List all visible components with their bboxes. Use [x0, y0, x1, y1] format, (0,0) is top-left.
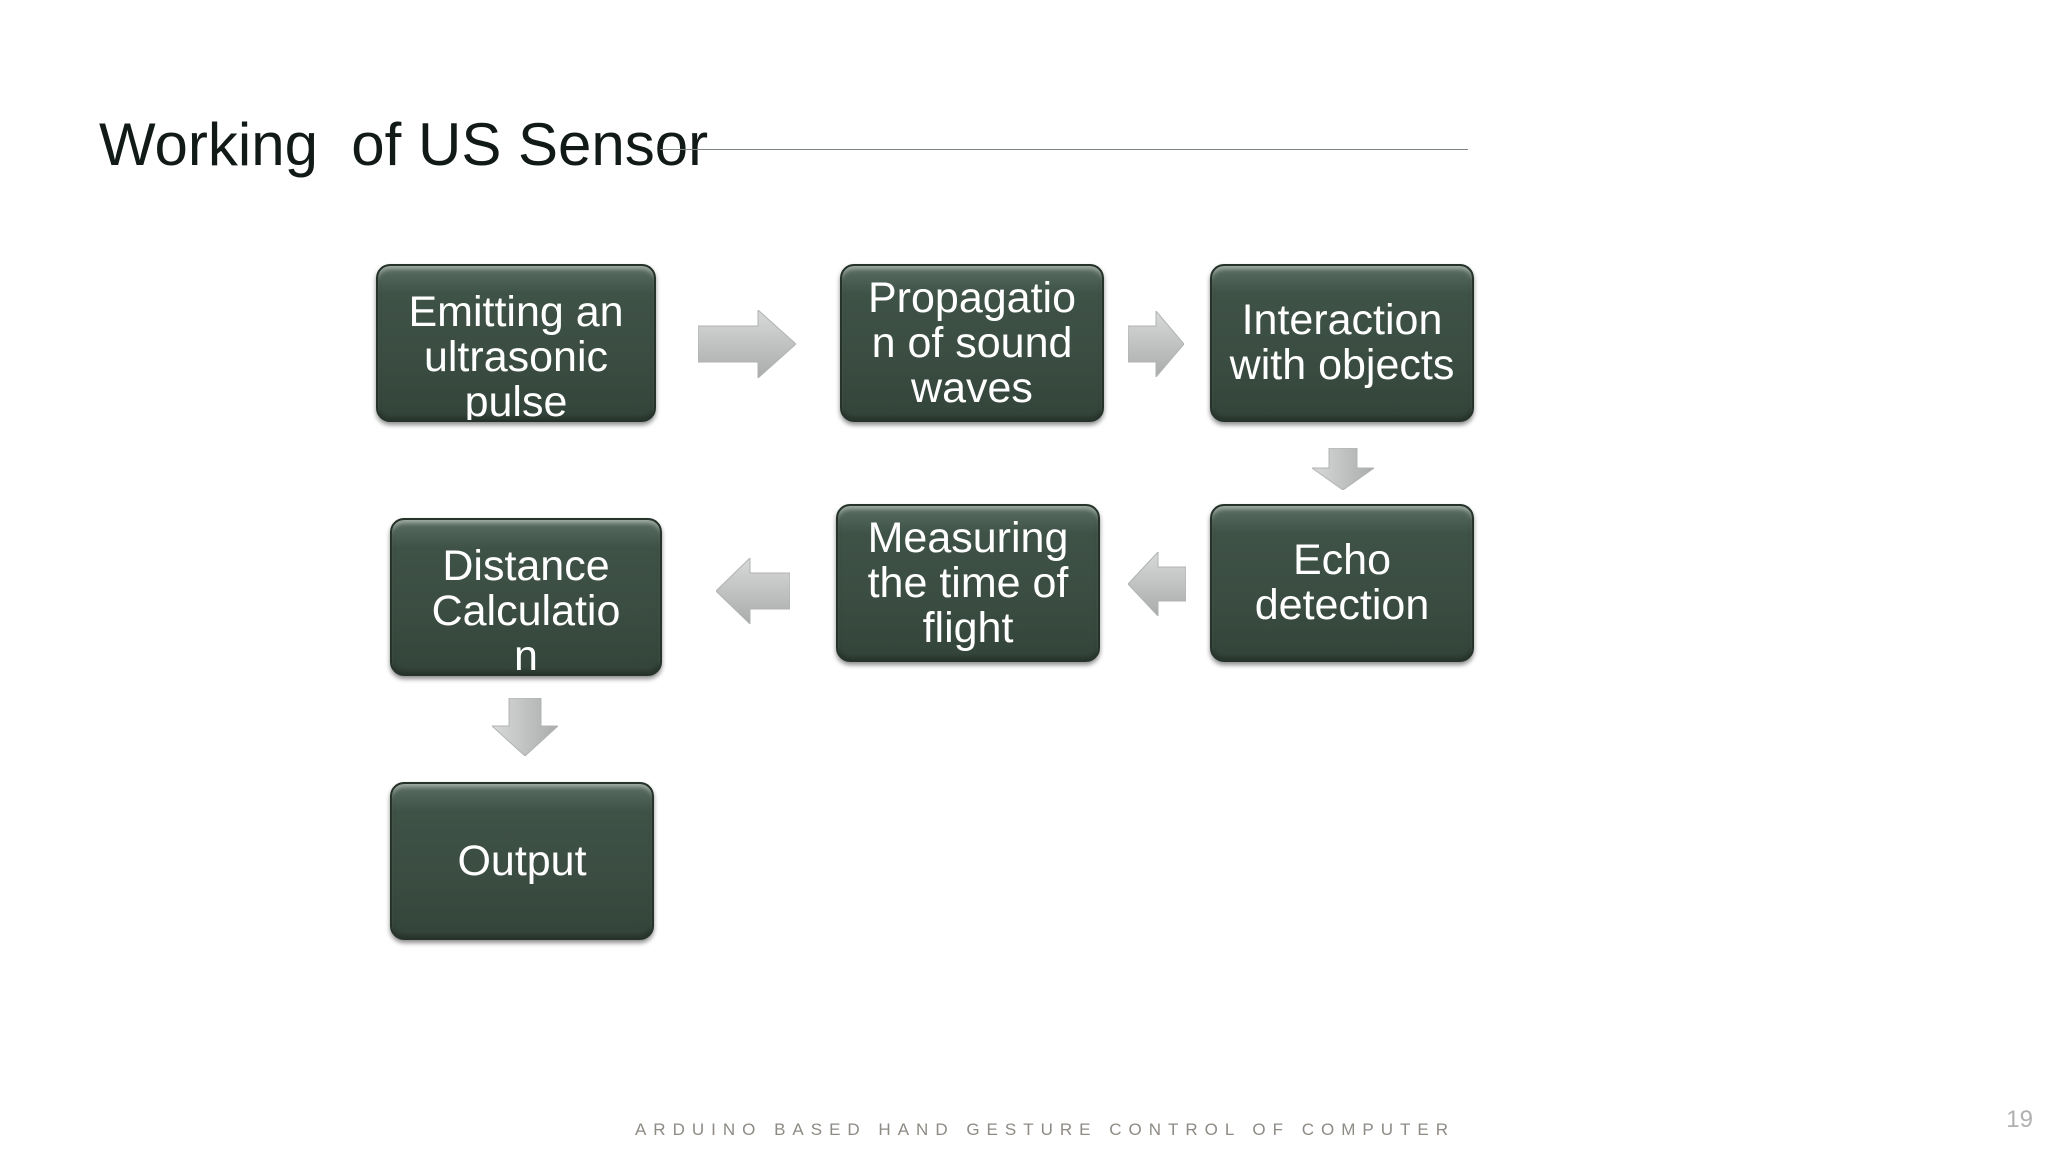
- node-output-label: Output: [457, 836, 587, 885]
- node-measure-label: Measuring the time of flight: [867, 513, 1069, 652]
- node-interaction-label: Interaction with objects: [1229, 296, 1455, 389]
- arrow-down-icon: [492, 698, 558, 756]
- arrow-down-icon: [1312, 448, 1374, 490]
- node-distance-label: Distance Calculatio n: [431, 542, 621, 676]
- title-underline: [660, 149, 1468, 150]
- slide-title: Working of US Sensor: [99, 111, 709, 178]
- node-measure: Measuring the time of flight: [836, 504, 1100, 662]
- node-distance: Distance Calculatio n: [390, 518, 662, 676]
- node-echo-label: Echo detection: [1254, 536, 1430, 629]
- arrow-right-icon: [698, 310, 796, 378]
- arrow-left-icon: [1128, 552, 1186, 616]
- node-echo: Echo detection: [1210, 504, 1474, 662]
- node-output: Output: [390, 782, 654, 940]
- arrow-right-icon: [1128, 311, 1184, 377]
- page-number: 19: [2006, 1106, 2033, 1133]
- node-propagation-label: Propagatio n of sound waves: [868, 273, 1076, 412]
- node-propagation: Propagatio n of sound waves: [840, 264, 1104, 422]
- arrow-left-icon: [716, 558, 790, 624]
- node-emit-label: Emitting an ultrasonic pulse: [408, 288, 624, 422]
- node-emit: Emitting an ultrasonic pulse: [376, 264, 656, 422]
- slide-footer: ARDUINO BASED HAND GESTURE CONTROL OF CO…: [634, 1120, 1456, 1139]
- node-interaction: Interaction with objects: [1210, 264, 1474, 422]
